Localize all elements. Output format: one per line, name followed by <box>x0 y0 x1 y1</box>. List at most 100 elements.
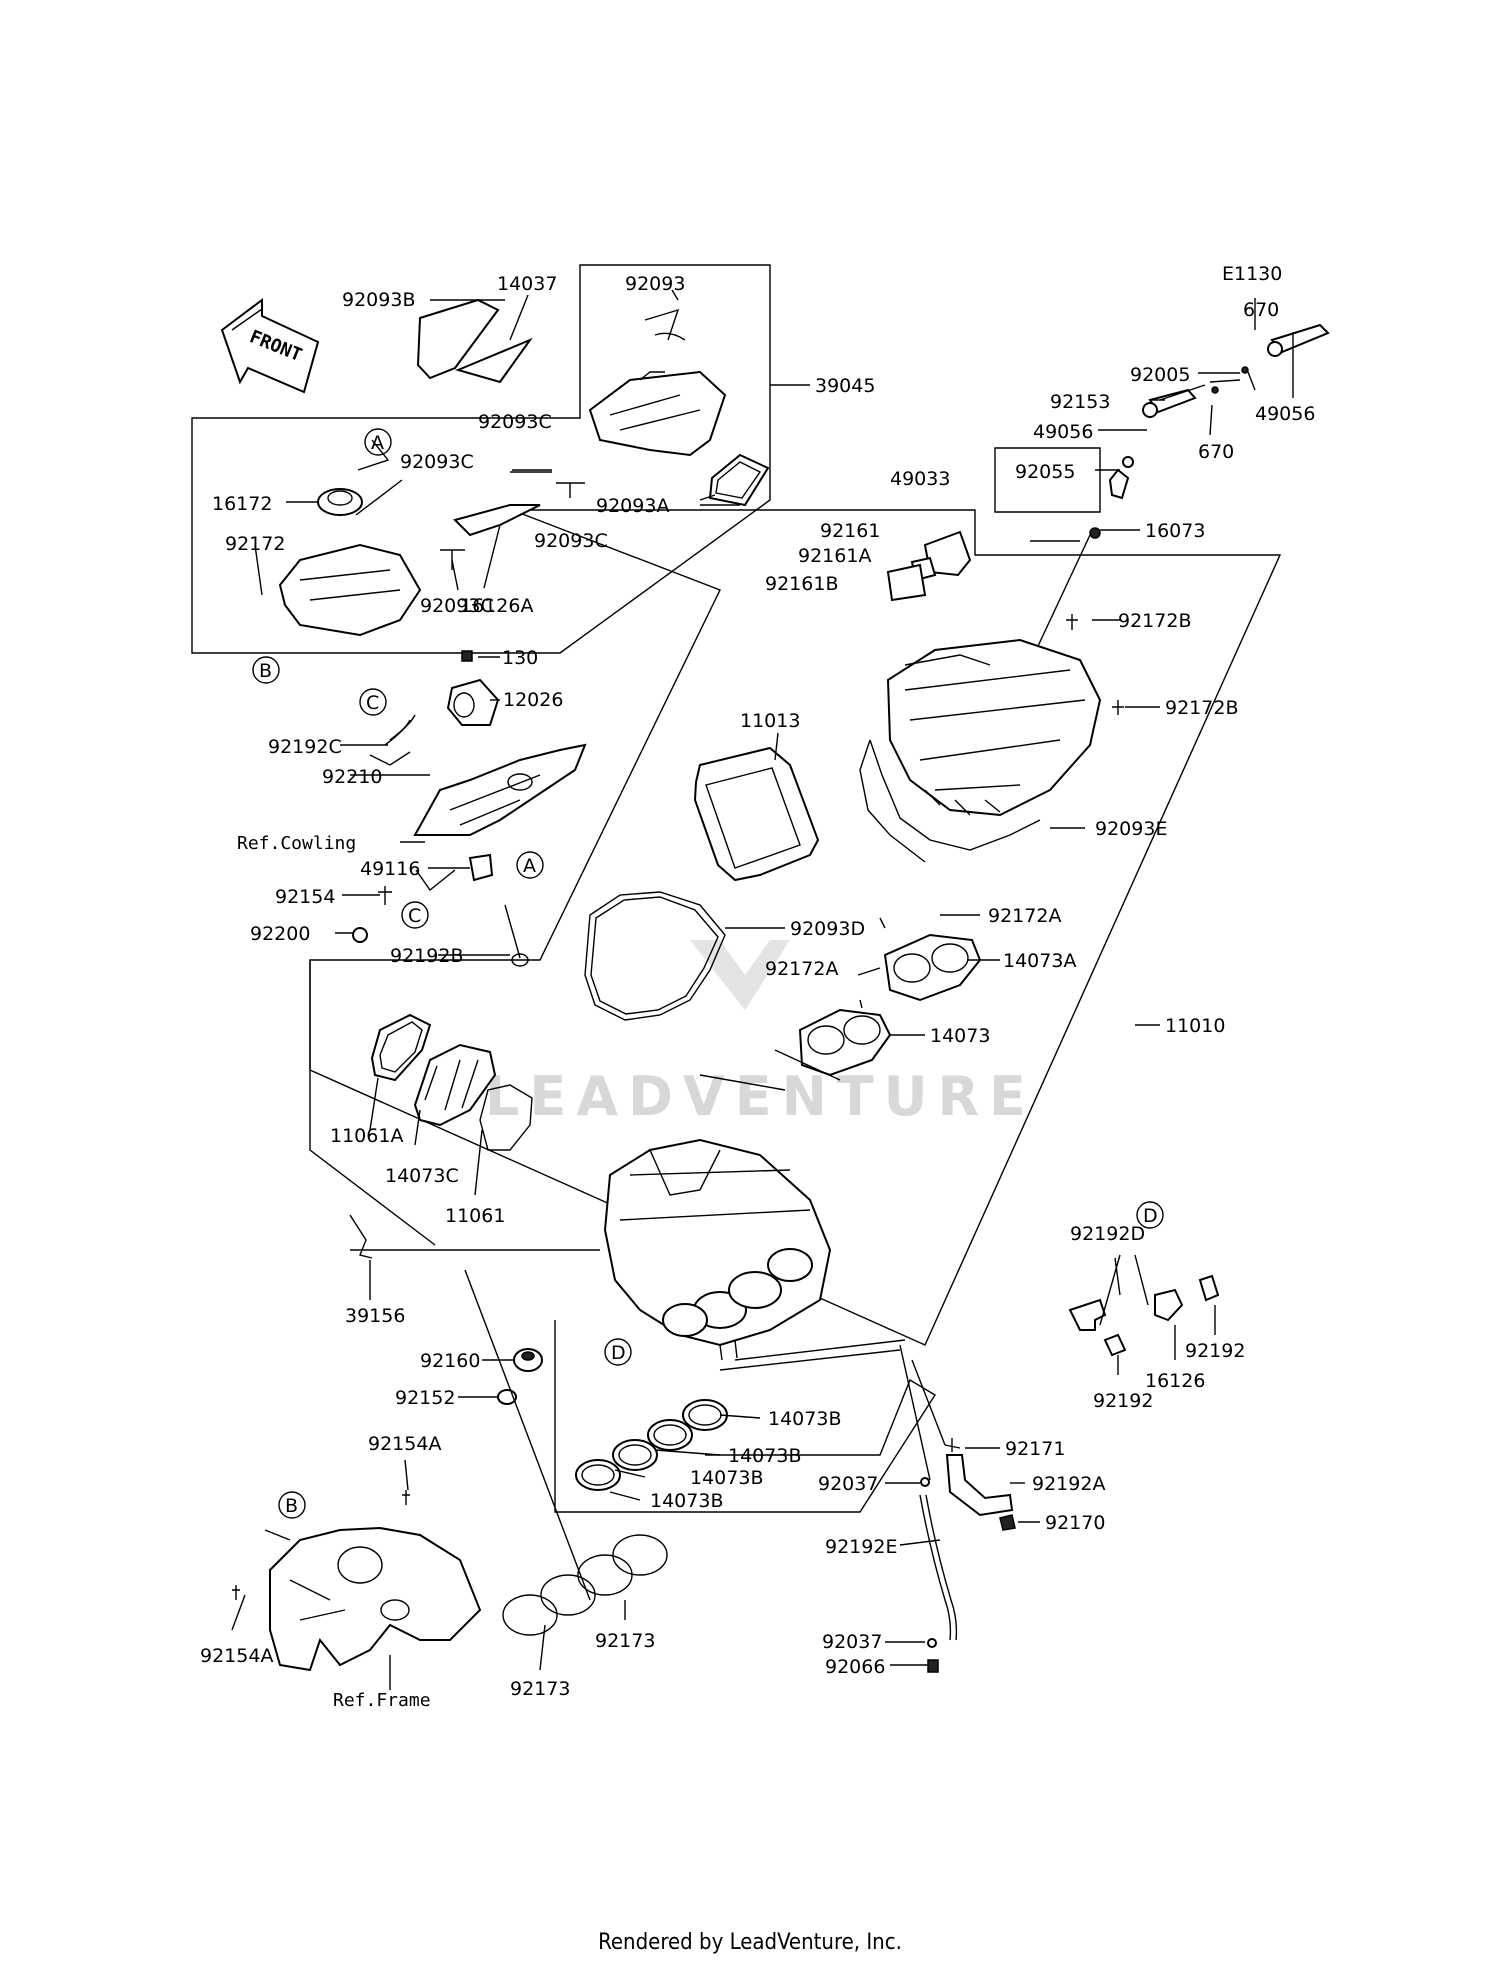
label-16172: 16172 <box>212 493 272 515</box>
nut-130 <box>461 650 473 662</box>
housing-lower-39045 <box>278 543 422 637</box>
svg-text:D: D <box>611 1342 626 1364</box>
label-11061: 11061 <box>445 1205 505 1227</box>
label-92172B-b: 92172B <box>1165 697 1238 719</box>
group-box-39045 <box>191 264 771 654</box>
svg-text:B: B <box>285 1495 298 1517</box>
hose-92192E <box>925 1494 958 1641</box>
label-14073C: 14073C <box>385 1165 459 1187</box>
label-92172A-b: 92172A <box>765 958 838 980</box>
callout-c-1: C <box>359 688 387 716</box>
watermark: LEADVENTURE <box>485 1065 1036 1128</box>
label-11061A: 11061A <box>330 1125 403 1147</box>
filter-11013 <box>693 746 820 882</box>
injector-49033 <box>1108 468 1130 500</box>
shield-14037 <box>454 337 533 384</box>
label-92192-b: 92192 <box>1093 1390 1153 1412</box>
label-92093E: 92093E <box>1095 818 1167 840</box>
footer-credit: Rendered by LeadVenture, Inc. <box>598 1930 902 1955</box>
bracket-16126A <box>453 504 541 537</box>
group-box-funnels <box>554 1320 936 1513</box>
callout-d-1: D <box>1136 1201 1164 1229</box>
airbox-lower <box>603 1138 832 1361</box>
svg-text:C: C <box>408 905 421 927</box>
label-92161A: 92161A <box>798 545 871 567</box>
washer-92200 <box>352 927 368 943</box>
label-ref-cowling: Ref.Cowling <box>237 833 356 854</box>
label-16126A: 16126A <box>460 595 533 617</box>
callout-d-2: D <box>604 1338 632 1366</box>
label-92171: 92171 <box>1005 1438 1065 1460</box>
label-92192E: 92192E <box>825 1536 897 1558</box>
svg-text:B: B <box>259 660 272 682</box>
label-92093C-d: 92093C <box>420 595 494 617</box>
label-92055: 92055 <box>1015 461 1075 483</box>
oring-16073 <box>1089 527 1101 539</box>
label-14073B-d: 14073B <box>650 1490 723 1512</box>
label-14037: 14037 <box>497 273 557 295</box>
label-92161B: 92161B <box>765 573 838 595</box>
seal-11061A <box>370 1013 432 1082</box>
diagram-code: E1130 <box>1222 263 1282 285</box>
label-92093C-c: 92093C <box>534 530 608 552</box>
label-92160: 92160 <box>420 1350 480 1372</box>
clamp-92037 <box>920 1477 930 1487</box>
callout-b-2: B <box>278 1491 306 1519</box>
svg-text:C: C <box>366 692 379 714</box>
hose-92192-b <box>1103 1333 1127 1357</box>
cap-92170 <box>999 1514 1016 1531</box>
label-92210: 92210 <box>322 766 382 788</box>
label-11013: 11013 <box>740 710 800 732</box>
label-92037-b: 92037 <box>822 1631 882 1653</box>
hose-92192 <box>1198 1274 1220 1302</box>
funnel-14073 <box>798 1008 892 1077</box>
group-box-filter <box>309 960 436 1246</box>
label-92192B: 92192B <box>390 945 463 967</box>
svg-text:A: A <box>371 432 384 454</box>
leader-lines <box>231 289 1294 1690</box>
clamp-92171 <box>944 1438 961 1452</box>
label-12026: 12026 <box>503 689 563 711</box>
valve-16126 <box>1154 1288 1184 1322</box>
label-92172: 92172 <box>225 533 285 555</box>
cap-16172 <box>317 488 363 516</box>
label-49116: 49116 <box>360 858 420 880</box>
frame-part <box>269 1526 482 1672</box>
clamp-92037-b <box>927 1638 937 1648</box>
label-92093C-a: 92093C <box>478 411 552 433</box>
callout-a-1: A <box>364 428 392 456</box>
sensor-49116 <box>468 853 494 882</box>
label-39045: 39045 <box>815 375 875 397</box>
funnel-14073A <box>883 933 982 1002</box>
label-92154A-a: 92154A <box>368 1433 441 1455</box>
clamps-92173 <box>502 1534 668 1636</box>
airbox-upper <box>886 638 1102 817</box>
hose-92192A <box>945 1454 1014 1517</box>
hose-92192D <box>1068 1298 1107 1331</box>
label-130: 130 <box>502 647 538 669</box>
label-92093B: 92093B <box>342 289 415 311</box>
rings-14073B <box>575 1399 728 1491</box>
label-14073B-b: 14073B <box>728 1445 801 1467</box>
label-92172A-a: 92172A <box>988 905 1061 927</box>
label-92200: 92200 <box>250 923 310 945</box>
callout-c-2: C <box>401 901 429 929</box>
label-670-b: 670 <box>1198 441 1234 463</box>
label-92152: 92152 <box>395 1387 455 1409</box>
label-92093A: 92093A <box>596 495 669 517</box>
label-14073B-c: 14073B <box>690 1467 763 1489</box>
label-92154: 92154 <box>275 886 335 908</box>
label-49033: 49033 <box>890 468 950 490</box>
label-ref-frame: Ref.Frame <box>333 1690 431 1711</box>
label-92161: 92161 <box>820 520 880 542</box>
label-92173-a: 92173 <box>595 1630 655 1652</box>
label-92173-b: 92173 <box>510 1678 570 1700</box>
label-14073B-a: 14073B <box>768 1408 841 1430</box>
label-92093C-b: 92093C <box>400 451 474 473</box>
label-92192C: 92192C <box>268 736 342 758</box>
group-box-49033 <box>994 447 1101 513</box>
label-39156: 39156 <box>345 1305 405 1327</box>
gasket-92093D <box>584 891 726 1021</box>
label-92192-a: 92192 <box>1185 1340 1245 1362</box>
